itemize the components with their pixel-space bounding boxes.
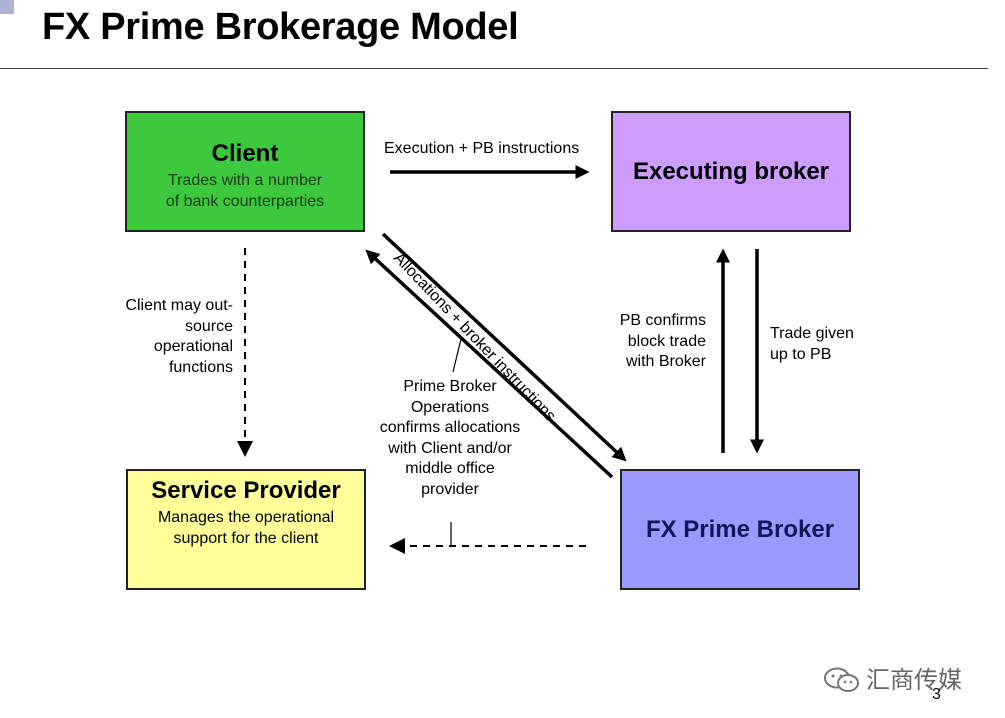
outsource-label-line: operational: [153, 338, 233, 355]
pb-confirms-label-line: with Broker: [625, 353, 706, 370]
service-provider-subtitle-line: support for the client: [173, 530, 319, 547]
client-subtitle-line: Trades with a number: [167, 172, 323, 189]
pb-operations-label-line: Operations: [410, 398, 490, 416]
outsource-label-line: functions: [168, 358, 233, 376]
executing-broker-box: Executing broker: [611, 111, 851, 232]
client-subtitle-line: of bank counterparties: [165, 193, 325, 210]
pb-operations-label-line: with Client and/or: [388, 439, 512, 457]
client-box: Client Trades with a number of bank coun…: [125, 111, 365, 232]
trade-given-label: Trade given up to PB: [770, 324, 854, 365]
page-number: 3: [932, 686, 941, 703]
executing-broker-title: Executing broker: [632, 157, 830, 185]
pb-operations-label-line: middle office: [405, 460, 495, 477]
arrow-pb-to-client: [365, 249, 614, 479]
watermark-text: 汇商传媒: [866, 667, 962, 694]
pb-confirms-label: PB confirms block trade with Broker: [594, 311, 706, 373]
execution-pb-instructions-label: Execution + PB instructions: [384, 140, 580, 157]
pb-operations-label-line: provider: [421, 480, 479, 498]
arrow-client-to-pb: [381, 232, 627, 462]
service-provider-subtitle-line: Manages the operational: [157, 509, 335, 526]
callout-line-upper: [452, 338, 462, 373]
slide-corner-marker: [0, 0, 14, 14]
wechat-icon: [824, 667, 859, 692]
service-provider-title: Service Provider: [151, 477, 341, 504]
pb-confirms-label-line: PB confirms: [619, 312, 706, 329]
fx-prime-broker-title: FX Prime Broker: [645, 515, 835, 543]
client-subtitle: Trades with a number of bank counterpart…: [127, 170, 363, 212]
outsource-label: Client may out- source operational funct…: [95, 296, 233, 378]
pb-operations-label-line: confirms allocations: [379, 419, 521, 436]
pb-operations-label: Prime Broker Operations confirms allocat…: [357, 377, 543, 500]
pb-operations-label-line: Prime Broker: [403, 378, 497, 395]
service-provider-subtitle: Manages the operational support for the …: [128, 507, 364, 549]
fx-prime-broker-box: FX Prime Broker: [620, 469, 860, 590]
title-divider: [0, 68, 988, 69]
client-title: Client: [211, 140, 279, 167]
outsource-label-line: source: [184, 317, 233, 335]
service-provider-box: Service Provider Manages the operational…: [126, 469, 366, 590]
outsource-label-line: Client may out-: [125, 297, 233, 314]
trade-given-label-line: up to PB: [770, 345, 832, 363]
trade-given-label-line: Trade given: [770, 325, 854, 342]
slide-title: FX Prime Brokerage Model: [42, 6, 519, 48]
pb-confirms-label-line: block trade: [627, 332, 706, 350]
